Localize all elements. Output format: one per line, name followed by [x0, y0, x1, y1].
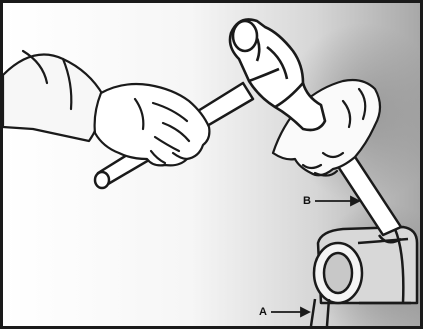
callout-b-arrowhead: [350, 195, 362, 207]
callout-a-arrowhead: [300, 306, 312, 318]
left-hand: [271, 78, 382, 177]
pin-a: [309, 298, 331, 326]
right-hand: [3, 49, 211, 167]
pivot-block: [312, 225, 419, 305]
callout-label-b: B: [303, 195, 311, 207]
hammer-head: [228, 18, 327, 132]
callout-leaders: [271, 195, 362, 318]
callout-label-a: A: [259, 306, 267, 318]
hammer-pin-diagram: [3, 3, 420, 326]
